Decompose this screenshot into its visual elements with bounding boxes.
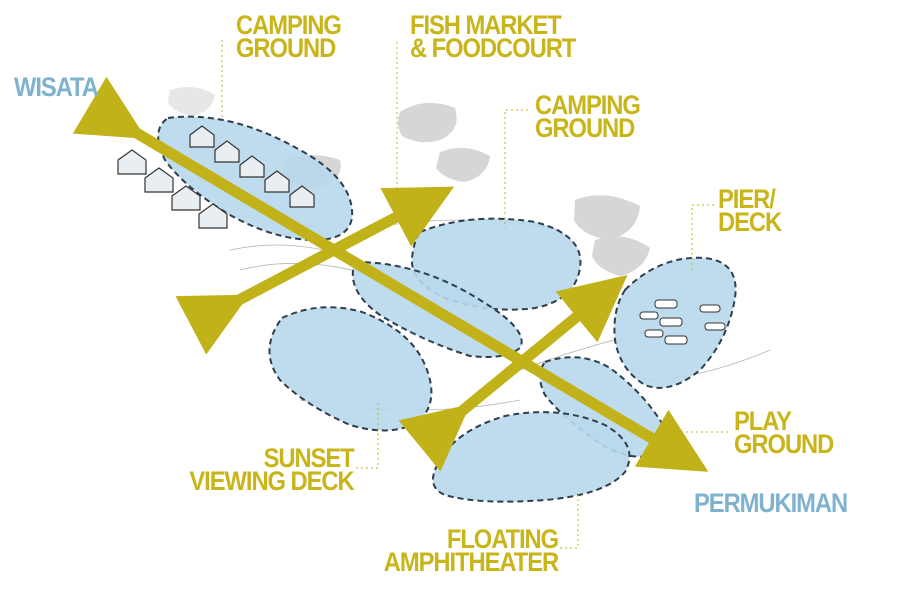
boat — [705, 323, 725, 330]
label-pier-deck: PIER/ DECK — [718, 188, 781, 234]
label-amphitheater: FLOATING AMPHITHEATER — [384, 528, 558, 574]
house — [145, 168, 173, 192]
leader-line — [505, 110, 528, 228]
tent-canopy — [592, 236, 650, 276]
label-line: DECK — [718, 211, 781, 234]
leader-line — [560, 495, 578, 548]
direction-label-wisata: WISATA — [14, 76, 98, 99]
boat — [660, 318, 682, 326]
label-camping-ground-2: CAMPING GROUND — [535, 94, 640, 140]
tent-canopy — [398, 103, 457, 142]
label-sunset-deck: SUNSET VIEWING DECK — [190, 447, 354, 493]
label-line: & FOODCOURT — [410, 37, 575, 60]
boat — [655, 300, 677, 308]
direction-label-permukiman: PERMUKIMAN — [694, 492, 847, 515]
house — [118, 150, 146, 174]
label-play-ground: PLAY GROUND — [734, 410, 833, 456]
boat — [700, 305, 720, 312]
tent-canopy — [436, 148, 490, 182]
boat — [640, 312, 658, 319]
tent-canopy — [168, 87, 215, 116]
zone-amphitheater — [433, 412, 630, 502]
wisata-text: WISATA — [14, 76, 98, 99]
label-fish-market: FISH MARKET & FOODCOURT — [410, 14, 575, 60]
boat — [665, 336, 687, 344]
label-line: VIEWING DECK — [190, 470, 354, 493]
tent-canopy — [574, 195, 640, 240]
label-line: GROUND — [734, 433, 833, 456]
zone-camping-ground-1 — [158, 117, 352, 240]
label-line: AMPHITHEATER — [384, 551, 558, 574]
label-line: GROUND — [535, 117, 640, 140]
label-camping-ground-1: CAMPING GROUND — [236, 14, 341, 60]
label-line: GROUND — [236, 37, 341, 60]
boat — [645, 330, 663, 337]
permukiman-text: PERMUKIMAN — [694, 492, 847, 515]
